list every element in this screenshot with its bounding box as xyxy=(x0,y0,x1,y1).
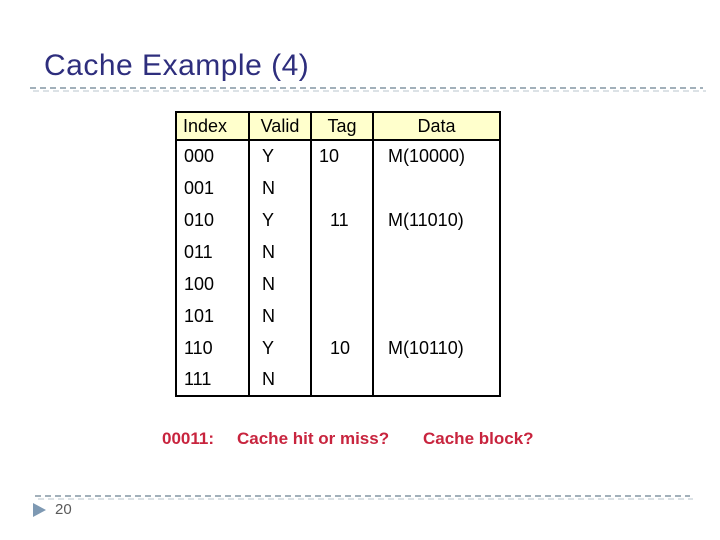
right-triangle-icon xyxy=(33,503,46,517)
table-row: 101 N xyxy=(175,300,501,332)
slide-title: Cache Example (4) xyxy=(44,49,310,82)
cell-index: 000 xyxy=(175,140,250,172)
table-row: 001 N xyxy=(175,172,501,204)
cell-tag xyxy=(310,364,374,396)
cell-data xyxy=(372,236,501,268)
table-row: 110 Y 10 M(10110) xyxy=(175,332,501,364)
table-header-row: Index Valid Tag Data xyxy=(175,112,501,141)
cell-index: 001 xyxy=(175,172,250,204)
cell-tag: 10 xyxy=(310,332,374,364)
cell-valid: N xyxy=(248,300,312,332)
title-divider-dashed-line xyxy=(30,87,706,93)
table-row: 011 N xyxy=(175,236,501,268)
footer-divider-dashed-line xyxy=(35,495,693,501)
cell-tag xyxy=(310,300,374,332)
column-header-tag: Tag xyxy=(310,112,374,141)
cell-index: 101 xyxy=(175,300,250,332)
cell-valid: N xyxy=(248,236,312,268)
cell-index: 110 xyxy=(175,332,250,364)
cell-tag xyxy=(310,236,374,268)
cell-data: M(10000) xyxy=(372,140,501,172)
cell-data: M(11010) xyxy=(372,204,501,236)
cell-valid: Y xyxy=(248,140,312,172)
cell-valid: Y xyxy=(248,204,312,236)
cell-data: M(10110) xyxy=(372,332,501,364)
hit-or-miss-question: Cache hit or miss? xyxy=(237,429,390,448)
table-row: 000 Y 10 M(10000) xyxy=(175,140,501,172)
column-header-valid: Valid xyxy=(248,112,312,141)
cell-data xyxy=(372,300,501,332)
cell-tag: 11 xyxy=(310,204,374,236)
cell-tag xyxy=(310,172,374,204)
cell-data xyxy=(372,268,501,300)
cell-valid: N xyxy=(248,268,312,300)
cell-data xyxy=(372,364,501,396)
cell-valid: Y xyxy=(248,332,312,364)
cell-valid: N xyxy=(248,364,312,396)
cache-block-question: Cache block? xyxy=(423,429,534,448)
cell-valid: N xyxy=(248,172,312,204)
address-label: 00011: xyxy=(162,429,214,448)
cell-index: 011 xyxy=(175,236,250,268)
cell-index: 010 xyxy=(175,204,250,236)
cell-data xyxy=(372,172,501,204)
table-row: 111 N xyxy=(175,364,501,396)
cell-index: 100 xyxy=(175,268,250,300)
column-header-data: Data xyxy=(372,112,501,141)
cell-tag: 10 xyxy=(310,140,374,172)
column-header-index: Index xyxy=(175,112,250,141)
table-row: 010 Y 11 M(11010) xyxy=(175,204,501,236)
cache-table: Index Valid Tag Data 000 Y 10 M(10000) 0… xyxy=(175,111,501,397)
table-row: 100 N xyxy=(175,268,501,300)
cell-tag xyxy=(310,268,374,300)
page-number: 20 xyxy=(55,501,72,518)
cell-index: 111 xyxy=(175,364,250,396)
